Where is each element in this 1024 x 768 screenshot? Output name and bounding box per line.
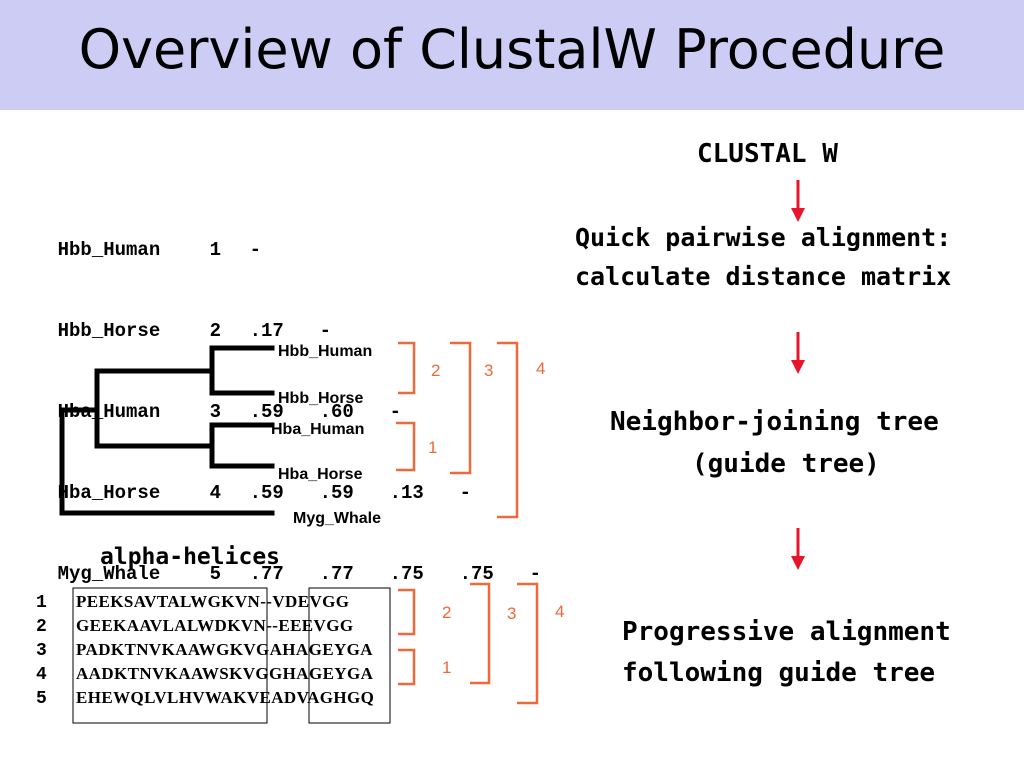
tree-branch-hba [209,422,275,469]
alignment-row: 4 AADKTNVKAAWSKVGGHAGEYGA [36,662,374,686]
matrix-cell: - [529,563,542,585]
alpha-helices-label: alpha-helices [100,544,281,570]
tree-leaf: Hbb_Human [278,343,373,360]
bracket-group-1 [396,421,416,472]
step-program: CLUSTAL W [697,139,838,169]
aln-bracket-group-1 [398,648,416,686]
matrix-cell: .59 [319,482,354,504]
tree-group-label: 1 [428,438,438,457]
flow-arrows [791,180,805,570]
alignment-sequence: PADKTNVKAAWGKVGAHAGEYGA [76,640,373,659]
aln-bracket-group-2 [398,588,416,636]
distance-matrix: Hbb_Human 1 - Hbb_Horse 2 .17 - Hba_Human 3 .59… [12,156,600,588]
matrix-row: Hbb_Horse 2 .17 - [12,291,600,342]
multiple-alignment: 1 PEEKSAVTALWGKVN--VDEVGG 2 GEEKAAVLALWDKV… [36,590,374,710]
matrix-row: Hba_Horse 4 .59 .59 .13 - [12,453,600,504]
matrix-cell: .60 [319,401,354,423]
tree-leaf: Hba_Human [271,421,365,438]
title-band [0,0,1024,110]
matrix-row-name: Myg_Whale [57,563,161,585]
matrix-row-index: 3 [209,401,222,423]
alignment-row-index: 2 [36,617,47,637]
alignment-group-label: 1 [442,658,452,677]
matrix-row-index: 5 [209,563,222,585]
alignment-row-index: 1 [36,593,47,613]
tree-branch-root [59,407,275,516]
matrix-cell: .13 [389,482,424,504]
matrix-cell: .75 [459,563,494,585]
matrix-row-index: 4 [209,482,222,504]
matrix-cell: .77 [249,563,284,585]
arrow-down-icon [791,180,805,222]
matrix-row: Hba_Human 3 .59 .60 - [12,372,600,423]
guide-tree [59,345,275,516]
tree-branch-hb-ha [94,368,215,449]
matrix-cell: .75 [389,563,424,585]
matrix-row-index: 1 [209,239,222,261]
alignment-row-index: 4 [36,665,47,685]
alignment-row: 2 GEEKAAVLALWDKVN--EEEVGG [36,614,374,638]
alignment-sequence: EHEWQLVLHVWAKVEADVAGHGQ [76,688,375,707]
alignment-row: 1 PEEKSAVTALWGKVN--VDEVGG [36,590,374,614]
bracket-group-3 [450,341,472,475]
step-pairwise-line2: calculate distance matrix [575,262,952,291]
bracket-group-4 [497,341,519,519]
tree-brackets [396,341,519,519]
tree-leaf: Hbb_Horse [278,390,364,407]
matrix-cell: - [319,320,332,342]
matrix-row: Hbb_Human 1 - [12,210,600,261]
matrix-row-name: Hbb_Human [57,239,161,261]
alignment-sequence: AADKTNVKAAWSKVGGHAGEYGA [76,664,374,683]
matrix-cell: - [249,239,262,261]
step-tree-line1: Neighbor-joining tree [610,407,939,437]
matrix-row-name: Hba_Human [57,401,161,423]
matrix-row: Myg_Whale 5 .77 .77 .75 .75 - [12,534,600,585]
alignment-group-label: 3 [507,604,517,623]
helix-box-2 [308,587,391,724]
step-pairwise-line1: Quick pairwise alignment: [575,223,952,252]
matrix-cell: .59 [249,482,284,504]
aln-bracket-group-4 [517,582,539,705]
helix-box-1 [72,587,268,724]
tree-branch-hbb [209,345,275,396]
matrix-cell: - [389,401,402,423]
helix-boxes [72,587,391,724]
step-progressive-line2: following guide tree [622,658,936,688]
matrix-cell: - [459,482,472,504]
tree-group-label: 4 [536,359,546,378]
alignment-row-index: 3 [36,641,47,661]
arrow-down-icon [791,528,805,570]
tree-leaf: Hba_Horse [278,466,363,483]
tree-group-label: 2 [431,361,441,380]
matrix-row-name: Hbb_Horse [57,320,161,342]
step-tree-line2: (guide tree) [692,449,880,479]
alignment-row: 3 PADKTNVKAAWGKVGAHAGEYGA [36,638,374,662]
matrix-cell: .59 [249,401,284,423]
alignment-row-index: 5 [36,689,47,709]
aln-bracket-group-3 [470,582,491,685]
alignment-sequence: PEEKSAVTALWGKVN--VDEVGG [76,592,350,611]
alignment-brackets [398,582,539,705]
alignment-group-label: 4 [555,602,565,621]
matrix-cell: .17 [249,320,284,342]
matrix-row-index: 2 [209,320,222,342]
tree-leaf: Myg_Whale [293,510,382,527]
slide-title: Overview of ClustalW Procedure [78,18,946,81]
alignment-group-label: 2 [442,603,452,622]
tree-group-label: 3 [484,361,494,380]
bracket-group-2 [398,341,416,395]
matrix-row-name: Hba_Horse [57,482,161,504]
step-progressive-line1: Progressive alignment [622,617,951,647]
alignment-row: 5 EHEWQLVLHVWAKVEADVAGHGQ [36,686,374,710]
arrow-down-icon [791,332,805,374]
alignment-sequence: GEEKAAVLALWDKVN--EEEVGG [76,616,354,635]
matrix-cell: .77 [319,563,354,585]
